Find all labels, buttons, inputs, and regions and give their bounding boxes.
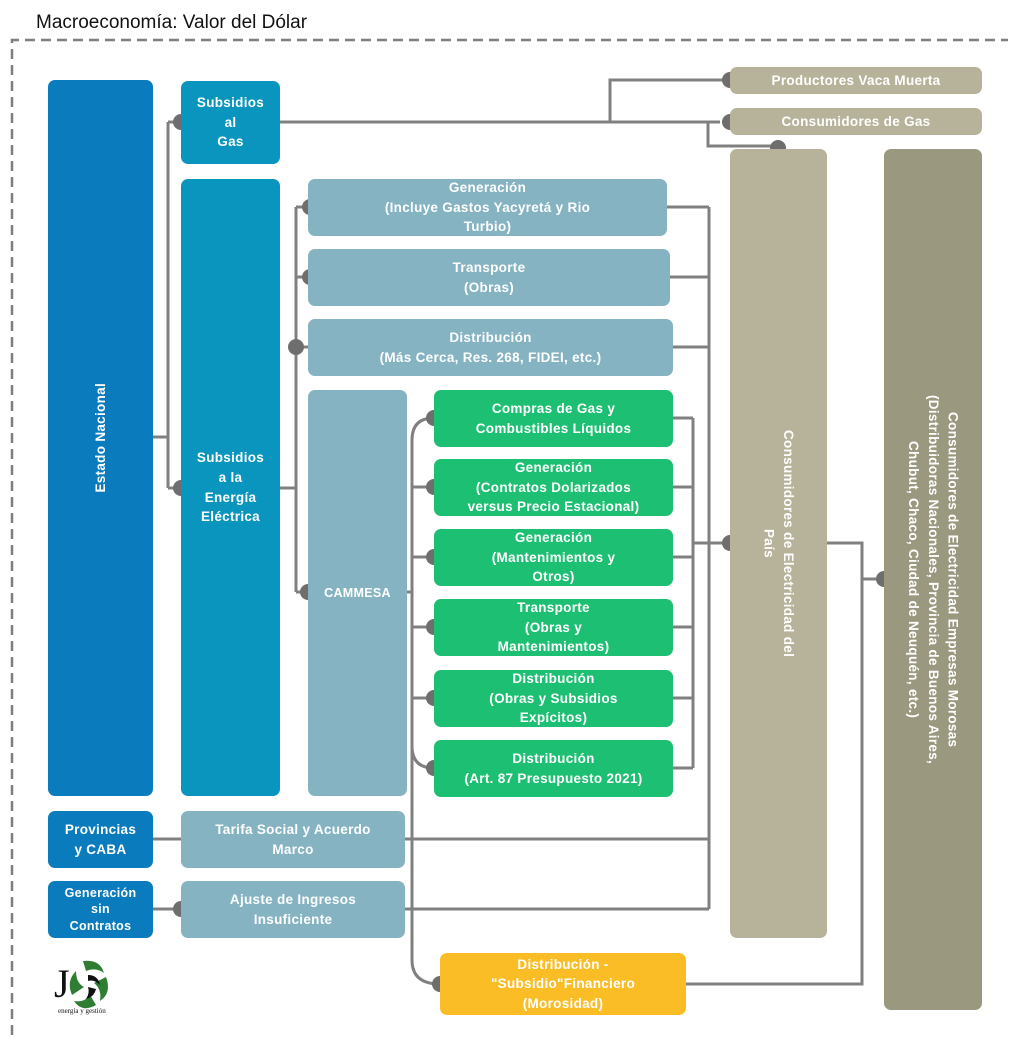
node-generacion-yacyreta: Generación (Incluye Gastos Yacyretá y Ri… bbox=[308, 179, 667, 236]
node-generacion-sin-contratos-label: Generación sin Contratos bbox=[64, 886, 137, 933]
logo-caption: energía y gestión bbox=[58, 1007, 106, 1015]
node-generacion-contratos-label: Generación (Contratos Dolarizados versus… bbox=[467, 460, 640, 515]
node-compras-gas: Compras de Gas y Combustibles Líquidos bbox=[434, 390, 673, 447]
node-distribucion-obras-label: Distribución (Obras y Subsidios Expícito… bbox=[489, 671, 618, 726]
node-compras-gas-label: Compras de Gas y Combustibles Líquidos bbox=[475, 400, 632, 436]
node-consumidores-electricidad: Consumidores de Electricidad del País bbox=[730, 149, 827, 938]
connector-estado-bracket bbox=[153, 120, 181, 490]
node-distribucion-obras: Distribución (Obras y Subsidios Expícito… bbox=[434, 670, 673, 727]
connector-energia-bracket bbox=[280, 205, 308, 594]
node-transporte-obras-label: Transporte (Obras) bbox=[452, 259, 526, 295]
node-generacion-yacyreta-label: Generación (Incluye Gastos Yacyretá y Ri… bbox=[384, 180, 591, 235]
node-transporte-obras: Transporte (Obras) bbox=[308, 249, 670, 306]
node-generacion-mantenimientos-label: Generación (Mantenimientos y Otros) bbox=[491, 530, 616, 585]
node-ajuste-ingresos: Ajuste de Ingresos Insuficiente bbox=[181, 881, 405, 938]
node-estado-nacional: Estado Nacional bbox=[48, 80, 153, 796]
node-consumidores-electricidad-label: Consumidores de Electricidad del País bbox=[761, 429, 797, 658]
node-transporte-mantenimientos: Transporte (Obras y Mantenimientos) bbox=[434, 599, 673, 656]
node-estado-nacional-label: Estado Nacional bbox=[92, 383, 108, 493]
node-generacion-contratos: Generación (Contratos Dolarizados versus… bbox=[434, 459, 673, 516]
node-empresas-morosas-label: Consumidores de Electricidad Empresas Mo… bbox=[906, 394, 961, 765]
node-distribucion-art87-label: Distribución (Art. 87 Presupuesto 2021) bbox=[464, 750, 643, 786]
node-cammesa: CAMMESA bbox=[308, 390, 407, 796]
node-provincias: Provincias y CABA bbox=[48, 811, 153, 868]
connector-gas-producers bbox=[608, 78, 730, 122]
node-productores-vaca-muerta: Productores Vaca Muerta bbox=[730, 67, 982, 94]
node-tarifa-social-label: Tarifa Social y Acuerdo Marco bbox=[215, 821, 371, 857]
node-cammesa-label: CAMMESA bbox=[324, 585, 391, 600]
node-tarifa-social: Tarifa Social y Acuerdo Marco bbox=[181, 811, 405, 868]
connector-financiero-to-morosas bbox=[686, 579, 864, 986]
node-consumidores-gas-label: Consumidores de Gas bbox=[781, 113, 931, 129]
node-provincias-label: Provincias y CABA bbox=[64, 821, 137, 857]
node-productores-vaca-muerta-label: Productores Vaca Muerta bbox=[771, 72, 941, 88]
connector-cammesa-branches bbox=[411, 485, 435, 700]
node-subsidios-gas: Subsidios al Gas bbox=[181, 81, 280, 164]
connector-green-bus bbox=[673, 416, 709, 770]
node-empresas-morosas: Consumidores de Electricidad Empresas Mo… bbox=[884, 149, 982, 1010]
node-distribucion-art87: Distribución (Art. 87 Presupuesto 2021) bbox=[434, 740, 673, 797]
connector-dot bbox=[288, 339, 304, 355]
node-ajuste-ingresos-label: Ajuste de Ingresos Insuficiente bbox=[229, 891, 357, 927]
node-subsidios-energia-label: Subsidios a la Energía Eléctrica bbox=[196, 450, 265, 525]
node-distribucion-mas-cerca-label: Distribución (Más Cerca, Res. 268, FIDEI… bbox=[379, 329, 602, 365]
node-distribucion-mas-cerca: Distribución (Más Cerca, Res. 268, FIDEI… bbox=[308, 319, 673, 376]
company-logo: J energía y gestión bbox=[54, 960, 108, 1015]
connector-gas-consumers bbox=[706, 122, 778, 148]
node-distribucion-financiero-label: Distribución - "Subsidio"Financiero (Mor… bbox=[490, 956, 636, 1011]
node-consumidores-gas: Consumidores de Gas bbox=[730, 108, 982, 135]
diagram-title: Macroeconomía: Valor del Dólar bbox=[36, 12, 308, 33]
node-generacion-sin-contratos: Generación sin Contratos bbox=[48, 881, 153, 938]
node-subsidios-gas-label: Subsidios al Gas bbox=[196, 95, 265, 150]
connector-cammesa-bracket bbox=[407, 416, 435, 770]
node-subsidios-energia: Subsidios a la Energía Eléctrica bbox=[181, 179, 280, 796]
node-generacion-mantenimientos: Generación (Mantenimientos y Otros) bbox=[434, 529, 673, 586]
dashed-frame bbox=[10, 38, 1008, 1035]
logo-letter: J bbox=[54, 961, 70, 1006]
node-transporte-mantenimientos-label: Transporte (Obras y Mantenimientos) bbox=[497, 600, 610, 655]
connector-country-to-morosas bbox=[827, 541, 884, 581]
node-distribucion-financiero: Distribución - "Subsidio"Financiero (Mor… bbox=[440, 953, 686, 1015]
